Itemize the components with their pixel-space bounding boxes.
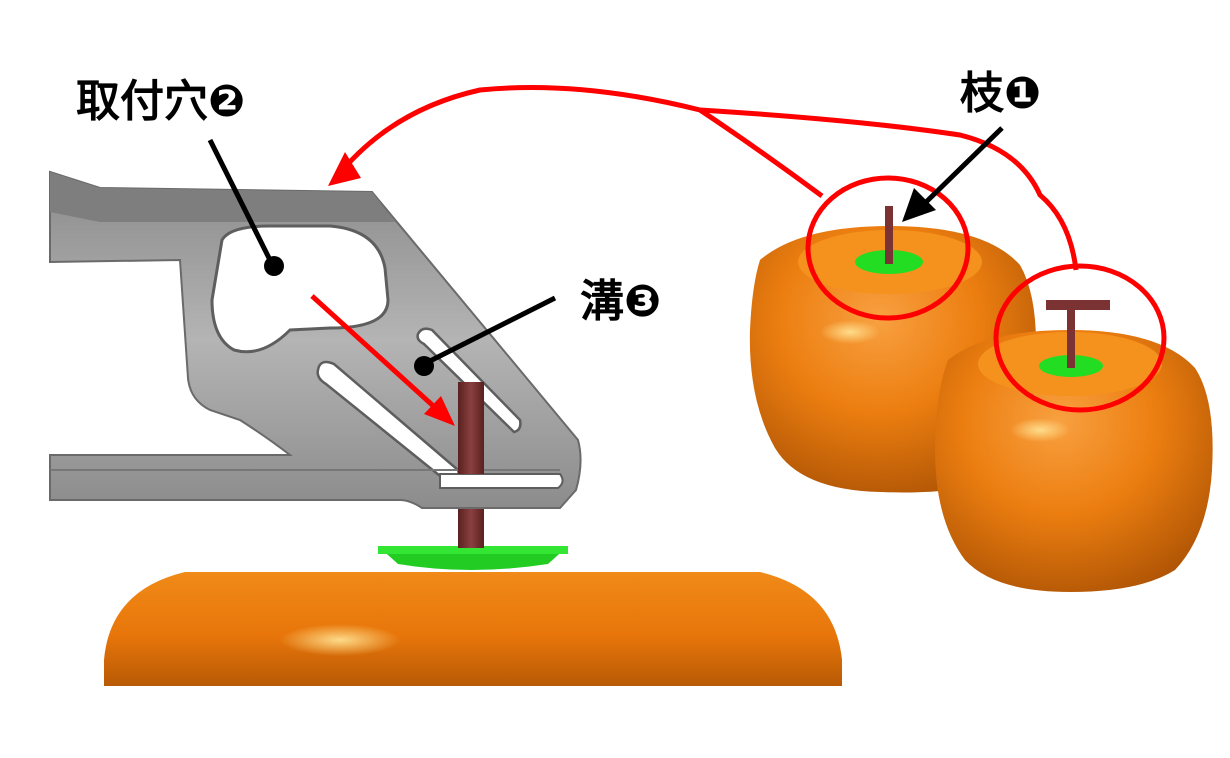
highlight-circle-2	[993, 263, 1167, 413]
stem-2	[1067, 306, 1075, 368]
leader-line-hole	[207, 138, 284, 276]
label-groove: 溝❸	[580, 276, 662, 327]
red-straight-arrow	[310, 294, 455, 426]
red-curved-arrow	[328, 85, 1079, 271]
stem-1	[885, 206, 893, 264]
label-branch: 枝❶	[960, 68, 1042, 119]
large-persimmon	[104, 572, 842, 686]
persimmon-2	[935, 300, 1213, 592]
leader-line-groove	[414, 295, 557, 376]
label-mounting-hole: 取付穴❷	[76, 76, 246, 127]
stem-in-groove	[458, 382, 484, 474]
harvesting-tool	[49, 170, 582, 509]
leader-arrow-branch	[902, 126, 1004, 222]
stem-2-crossbar	[1046, 300, 1110, 310]
calyx-disk-large	[378, 546, 568, 570]
highlight-circle-1	[805, 175, 971, 321]
